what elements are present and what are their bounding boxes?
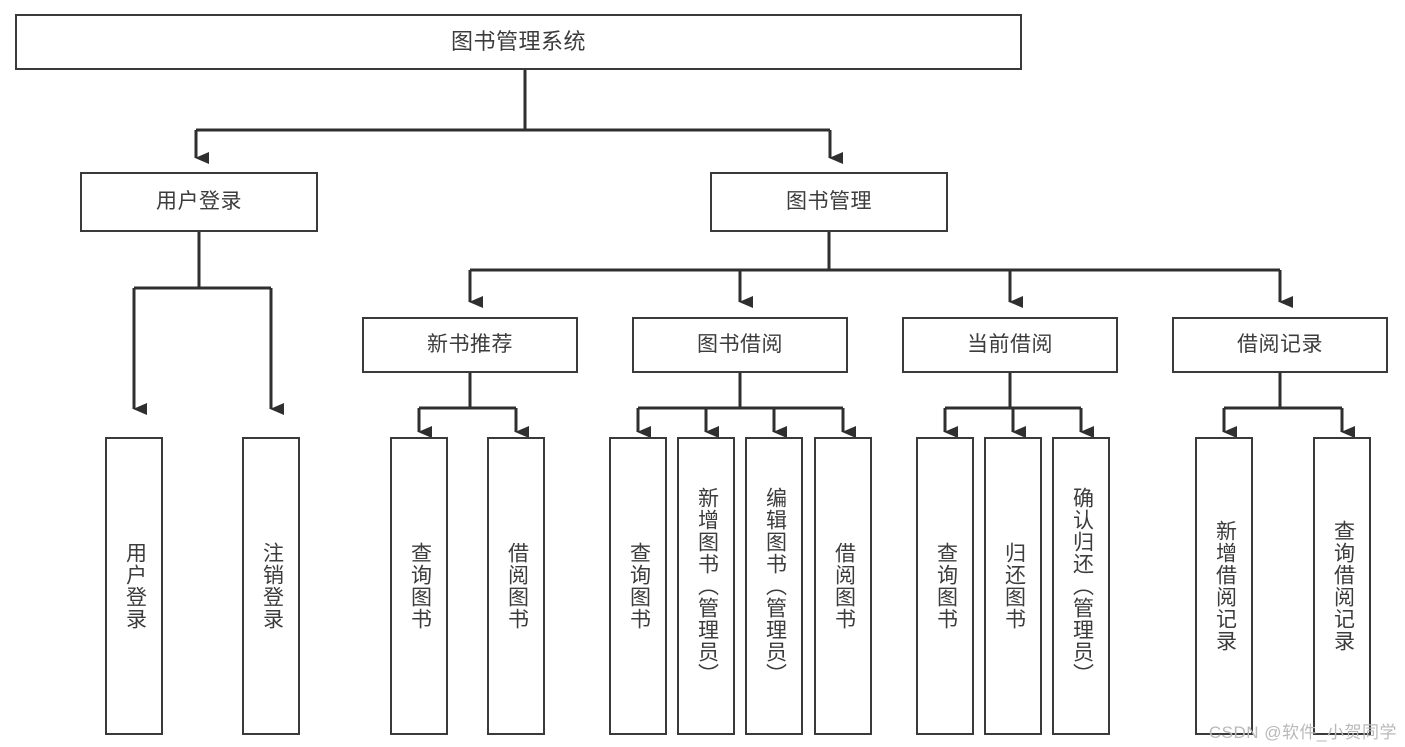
leaf-edit-book[interactable]: 编辑图书（管理员） (745, 437, 803, 735)
node-book-borrow-label: 图书借阅 (697, 333, 783, 357)
leaf-user-login[interactable]: 用户登录 (105, 437, 163, 735)
leaf-query-record-label: 查询借阅记录 (1331, 520, 1355, 652)
node-user-login[interactable]: 用户登录 (80, 172, 318, 232)
leaf-query-book-3[interactable]: 查询图书 (916, 437, 974, 735)
leaf-query-book-1-label: 查询图书 (408, 542, 432, 630)
node-user-login-label: 用户登录 (156, 190, 242, 214)
node-root[interactable]: 图书管理系统 (15, 14, 1022, 70)
leaf-borrow-book-2-label: 借阅图书 (832, 542, 856, 630)
leaf-query-book-2-label: 查询图书 (627, 542, 651, 630)
node-root-label: 图书管理系统 (450, 28, 586, 54)
leaf-query-book-3-label: 查询图书 (934, 542, 958, 630)
leaf-borrow-book-2[interactable]: 借阅图书 (814, 437, 872, 735)
node-borrow-record[interactable]: 借阅记录 (1172, 317, 1388, 373)
leaf-confirm-return[interactable]: 确认归还（管理员） (1052, 437, 1110, 735)
csdn-watermark: CSDN @软件_小贺同学 (1208, 723, 1397, 742)
leaf-logout-label: 注销登录 (260, 542, 284, 630)
node-new-book-recommend-label: 新书推荐 (427, 333, 513, 357)
leaf-add-record[interactable]: 新增借阅记录 (1195, 437, 1253, 735)
leaf-add-record-label: 新增借阅记录 (1213, 520, 1237, 652)
leaf-edit-book-label: 编辑图书（管理员） (763, 487, 787, 685)
leaf-logout[interactable]: 注销登录 (242, 437, 300, 735)
leaf-return-book[interactable]: 归还图书 (984, 437, 1042, 735)
node-book-manage-label: 图书管理 (786, 190, 872, 214)
leaf-query-book-2[interactable]: 查询图书 (609, 437, 667, 735)
leaf-query-record[interactable]: 查询借阅记录 (1313, 437, 1371, 735)
leaf-return-book-label: 归还图书 (1002, 542, 1026, 630)
node-current-borrow-label: 当前借阅 (967, 333, 1053, 357)
leaf-user-login-label: 用户登录 (123, 542, 147, 630)
leaf-borrow-book-1-label: 借阅图书 (505, 542, 529, 630)
node-current-borrow[interactable]: 当前借阅 (902, 317, 1118, 373)
node-new-book-recommend[interactable]: 新书推荐 (362, 317, 578, 373)
node-book-manage[interactable]: 图书管理 (710, 172, 948, 232)
leaf-query-book-1[interactable]: 查询图书 (390, 437, 448, 735)
node-borrow-record-label: 借阅记录 (1237, 333, 1323, 357)
leaf-confirm-return-label: 确认归还（管理员） (1070, 487, 1094, 685)
leaf-add-book-label: 新增图书（管理员） (695, 487, 719, 685)
leaf-borrow-book-1[interactable]: 借阅图书 (487, 437, 545, 735)
leaf-add-book[interactable]: 新增图书（管理员） (677, 437, 735, 735)
node-book-borrow[interactable]: 图书借阅 (632, 317, 848, 373)
